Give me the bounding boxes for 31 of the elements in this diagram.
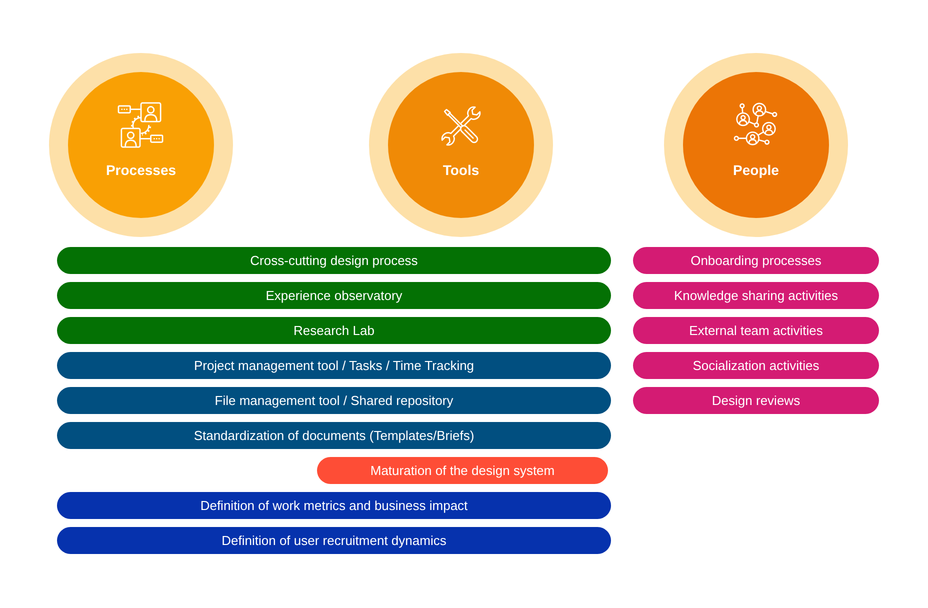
bar-label: External team activities bbox=[689, 322, 823, 338]
pill-bar bbox=[57, 422, 611, 449]
pill-bar bbox=[317, 457, 608, 484]
bar-label: Experience observatory bbox=[266, 288, 402, 304]
bar-label: Onboarding processes bbox=[690, 252, 822, 268]
circle-label: Processes bbox=[106, 161, 176, 179]
pill-bar bbox=[57, 387, 611, 414]
circle-label: Tools bbox=[442, 161, 480, 179]
bar-label: Definition of user recruitment dynamics bbox=[222, 532, 446, 548]
bar-label: Definition of work metrics and business impact bbox=[200, 498, 468, 514]
bar-label: Standardization of documents (Templates/Briefs) bbox=[194, 428, 474, 444]
bar-label: Maturation of the design system bbox=[370, 462, 555, 478]
pill-bar bbox=[633, 352, 879, 379]
pill-bar bbox=[57, 282, 611, 309]
pill-bar bbox=[633, 282, 879, 309]
pill-bar bbox=[633, 387, 879, 414]
pill-bar bbox=[57, 492, 611, 519]
pill-bar bbox=[57, 352, 611, 379]
bar-label: Cross-cutting design process bbox=[250, 252, 418, 268]
bar-label: File management tool / Shared repository bbox=[214, 392, 454, 408]
pill-bar bbox=[57, 527, 611, 554]
bar-label: Project management tool / Tasks / Time Tracking bbox=[194, 358, 474, 374]
circle-label: People bbox=[733, 161, 779, 179]
pill-bar bbox=[57, 317, 611, 344]
bar-label: Research Lab bbox=[294, 322, 374, 338]
pill-bar bbox=[57, 247, 611, 274]
bar-label: Socialization activities bbox=[692, 358, 820, 374]
pill-bar bbox=[633, 317, 879, 344]
bar-label: Design reviews bbox=[712, 392, 800, 408]
pill-bar bbox=[633, 247, 879, 274]
bar-label: Knowledge sharing activities bbox=[674, 288, 838, 304]
